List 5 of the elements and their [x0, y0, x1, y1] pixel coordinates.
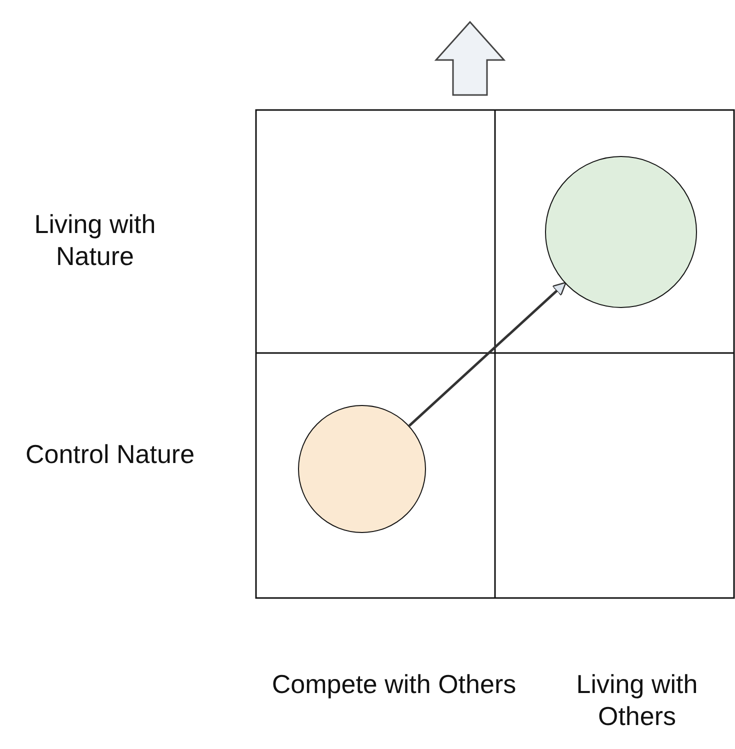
row-label: Control Nature	[24, 438, 196, 470]
row-label: Living with Nature	[33, 208, 157, 272]
column-label: Living with Others	[575, 668, 699, 732]
column-label: Compete with Others	[270, 668, 518, 700]
arrow	[408, 282, 566, 427]
